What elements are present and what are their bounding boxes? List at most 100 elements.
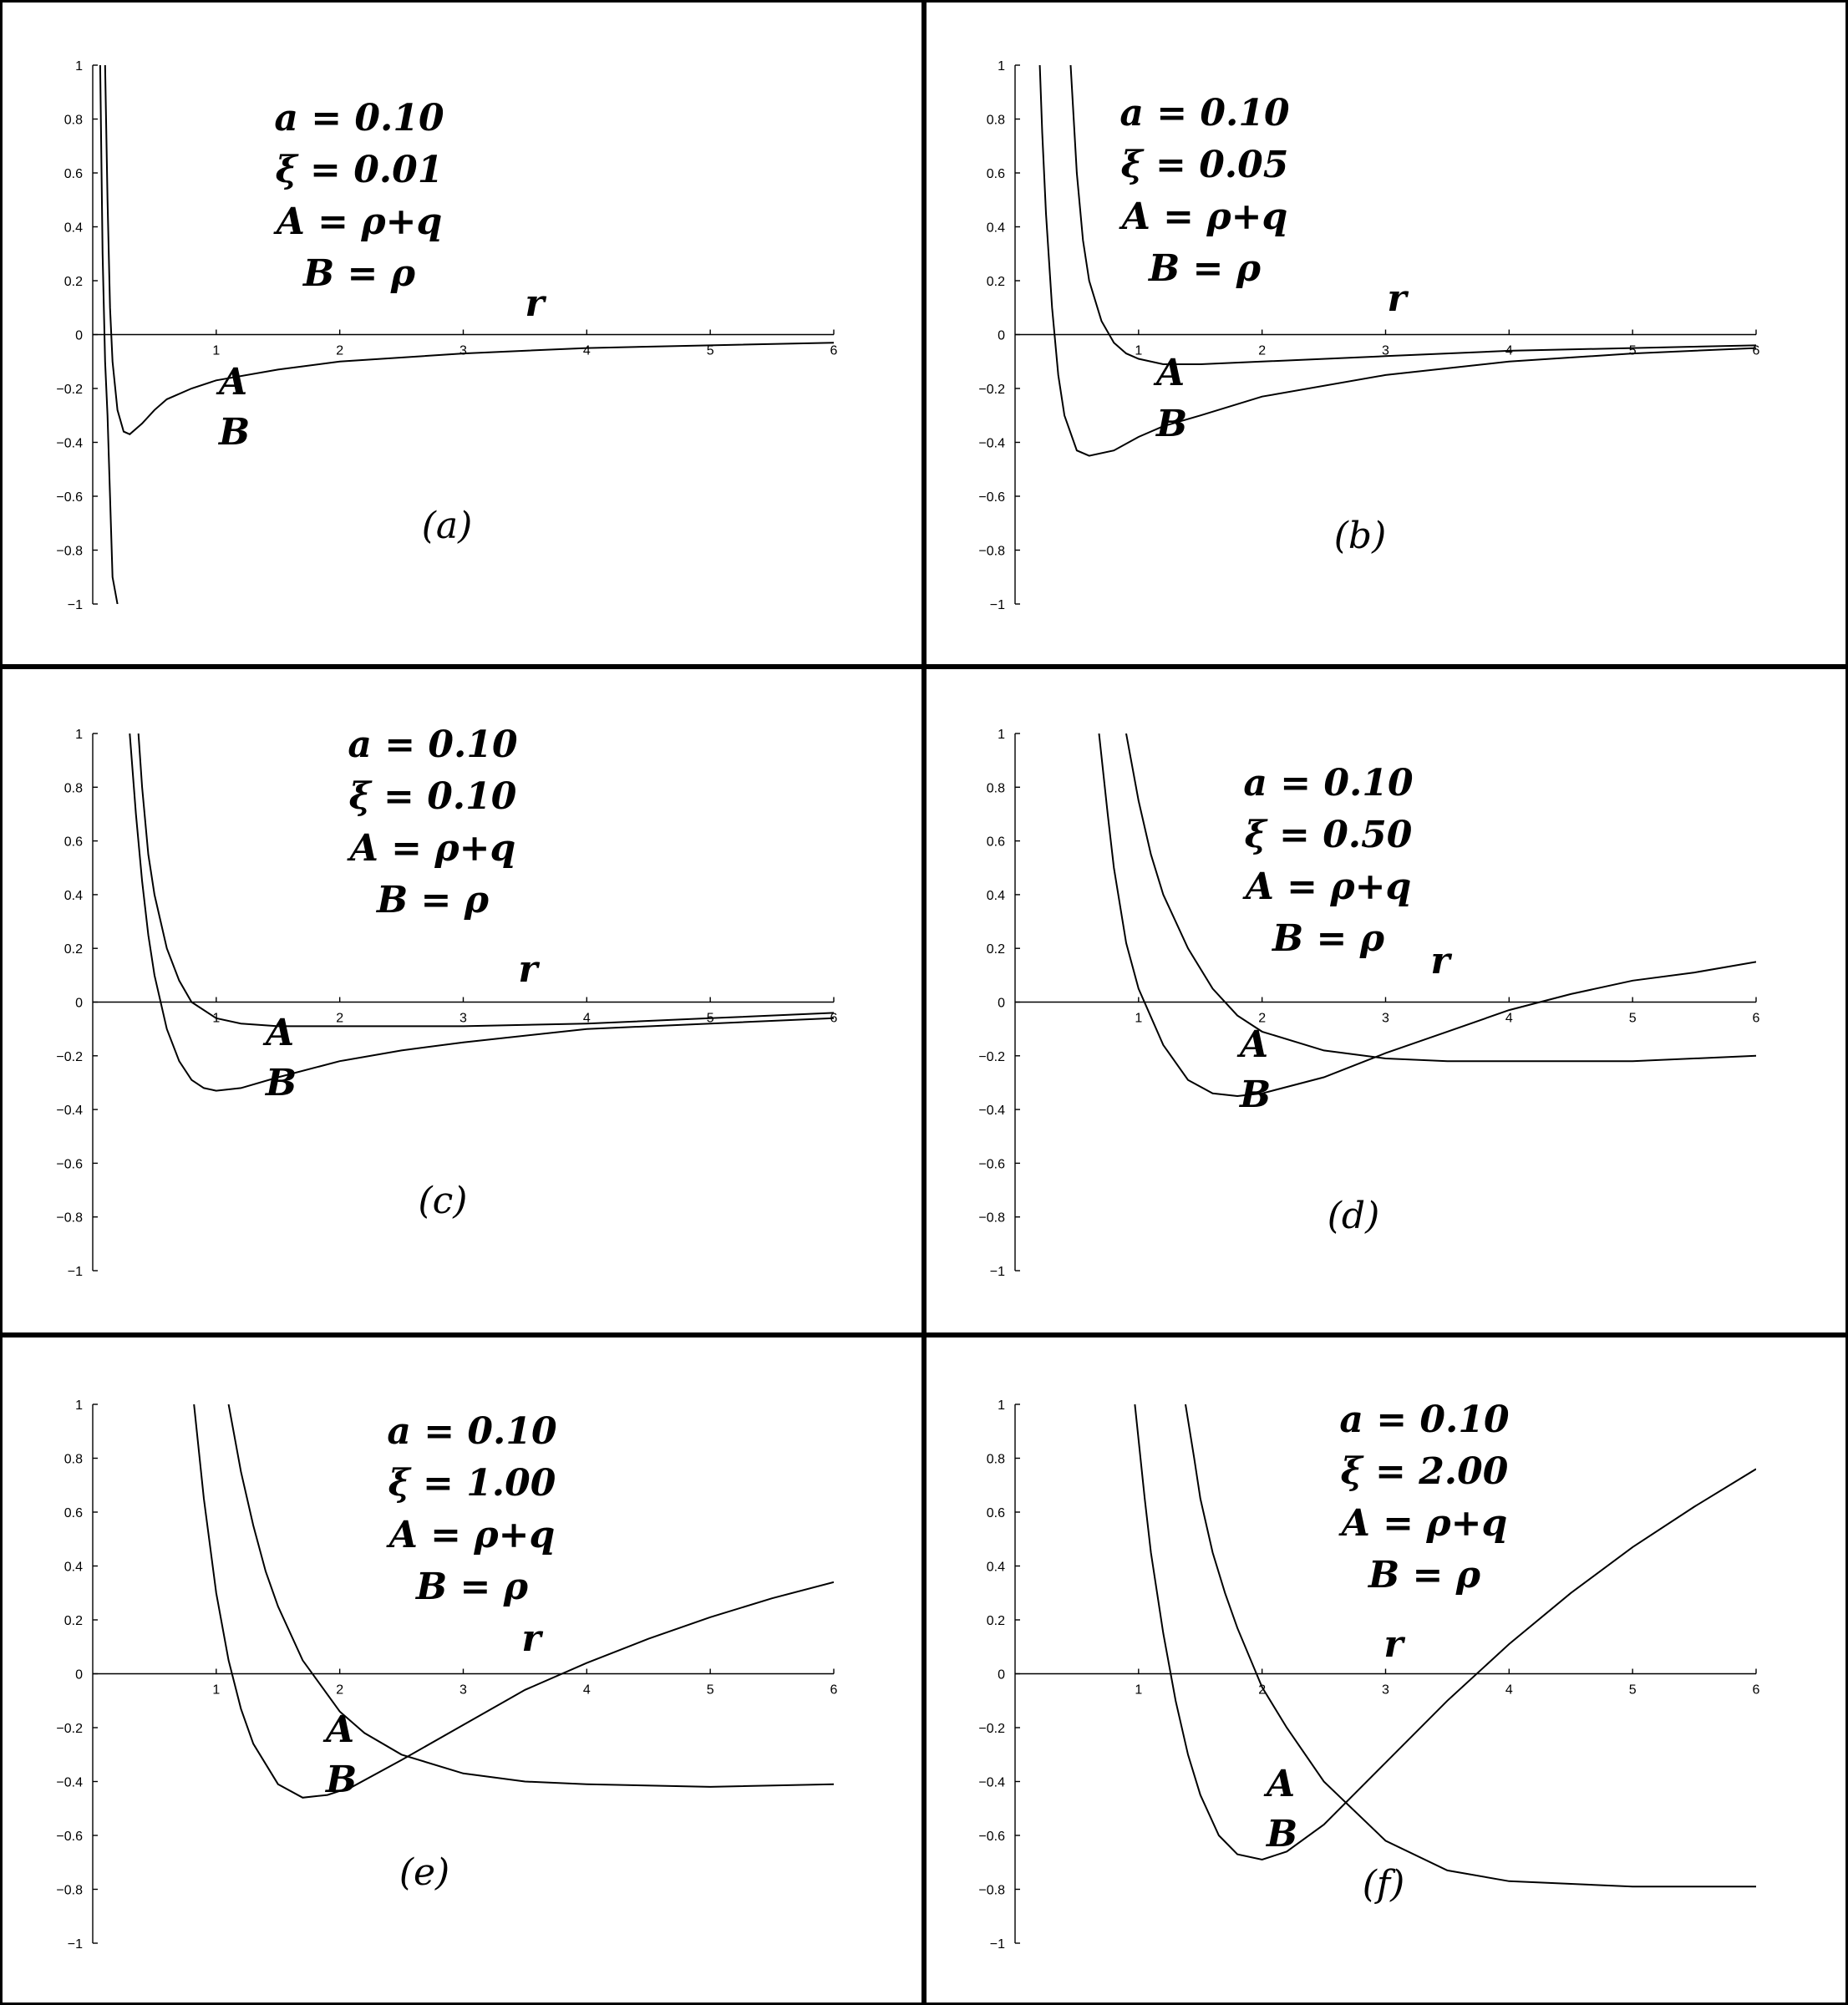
x-tick-label: 3 [459, 1683, 467, 1698]
x-tick-label: 2 [336, 344, 343, 358]
parameter-annotation: ξ = 1.00 [388, 1462, 556, 1505]
y-tick-label: 0.6 [987, 835, 1005, 850]
y-tick-label: 0.4 [987, 1561, 1005, 1575]
y-tick-label: 1 [998, 1398, 1005, 1413]
parameter-annotation: a = 0.10 [1339, 1398, 1510, 1441]
y-tick-label: −0.4 [56, 437, 83, 451]
panel-caption: (a) [422, 505, 473, 547]
y-tick-label: 0.8 [987, 781, 1005, 795]
y-tick-label: 0.2 [987, 1614, 1005, 1628]
parameter-annotation: ξ = 0.05 [1121, 144, 1289, 186]
x-tick-label: 6 [1753, 1683, 1760, 1698]
series-line-B [1125, 733, 1756, 1063]
parameter-annotation: a = 0.10 [387, 1410, 557, 1453]
x-tick-label: 3 [1382, 1683, 1389, 1698]
y-tick-label: 0.8 [987, 114, 1005, 128]
y-tick-label: 0.6 [987, 167, 1005, 181]
x-tick-label: 5 [1629, 344, 1637, 358]
panel-frame [924, 667, 1848, 1335]
y-tick-label: −0.2 [56, 383, 83, 397]
y-tick-label: 1 [75, 728, 83, 742]
series-line-A [1134, 1404, 1756, 1861]
x-tick-label: 6 [1753, 344, 1760, 358]
y-tick-label: 0.8 [987, 1453, 1005, 1467]
y-tick-label: 0.8 [64, 1453, 83, 1467]
series-line-A [99, 65, 119, 604]
y-tick-label: 0.2 [64, 275, 83, 289]
y-tick-label: −0.4 [978, 1776, 1005, 1790]
panel-frame [924, 1335, 1848, 2005]
series-label: B [324, 1759, 357, 1801]
x-tick-label: 4 [1505, 1012, 1513, 1026]
y-tick-label: −0.6 [56, 1157, 83, 1171]
y-tick-label: −0.4 [978, 437, 1005, 451]
x-tick-label: 2 [1258, 344, 1266, 358]
x-tick-label: 1 [212, 1683, 220, 1698]
x-axis-label: r [521, 1617, 543, 1660]
series-line-B [1069, 65, 1756, 365]
y-tick-label: 0.4 [987, 221, 1005, 236]
series-label: B [1155, 403, 1187, 445]
panel-caption: (e) [399, 1851, 449, 1894]
y-tick-label: 0 [998, 1668, 1005, 1683]
x-tick-label: 2 [1258, 1012, 1266, 1026]
x-tick-label: 5 [1629, 1012, 1637, 1026]
series-label: B [1238, 1074, 1271, 1116]
panel-caption: (d) [1328, 1195, 1380, 1237]
y-tick-label: −0.8 [56, 1884, 83, 1898]
y-tick-label: −0.2 [978, 1050, 1005, 1064]
x-tick-label: 6 [830, 1012, 838, 1026]
parameter-annotation: ξ = 0.01 [276, 149, 444, 191]
y-tick-label: 0.6 [987, 1506, 1005, 1520]
parameter-annotation: a = 0.10 [274, 97, 444, 140]
series-line-B [137, 733, 834, 1028]
panel-frame [924, 0, 1848, 667]
series-line-A [1098, 733, 1756, 1098]
y-tick-label: 0.4 [987, 889, 1005, 903]
x-tick-label: 6 [830, 344, 838, 358]
x-axis-label: r [1383, 1623, 1405, 1666]
series-label: B [217, 411, 250, 454]
parameter-annotation: ξ = 2.00 [1341, 1450, 1509, 1493]
x-tick-label: 4 [583, 1683, 591, 1698]
parameter-annotation: a = 0.10 [1243, 762, 1414, 805]
parameter-annotation: B = ρ [375, 879, 490, 921]
parameter-annotation: B = ρ [1367, 1554, 1481, 1596]
x-tick-label: 4 [583, 1012, 591, 1026]
y-tick-label: 0.6 [64, 1506, 83, 1520]
y-tick-label: 0.8 [64, 781, 83, 795]
parameter-annotation: ξ = 0.50 [1245, 814, 1413, 856]
panel-caption: (f) [1363, 1863, 1405, 1906]
x-axis-label: r [1387, 277, 1409, 320]
y-tick-label: 0 [75, 1668, 83, 1683]
y-tick-label: 0.6 [64, 835, 83, 850]
x-tick-label: 2 [1258, 1683, 1266, 1698]
y-tick-label: 0.2 [987, 275, 1005, 289]
parameter-annotation: ξ = 0.10 [349, 775, 517, 818]
x-tick-label: 2 [336, 1683, 343, 1698]
x-tick-label: 6 [1753, 1012, 1760, 1026]
x-axis-label: r [518, 948, 540, 991]
y-tick-label: −0.6 [56, 490, 83, 505]
y-tick-label: −1 [990, 1937, 1005, 1952]
y-tick-label: 0.6 [64, 167, 83, 181]
y-tick-label: −1 [990, 598, 1005, 612]
y-tick-label: −0.8 [978, 1884, 1005, 1898]
x-tick-label: 5 [707, 344, 714, 358]
y-tick-label: −0.2 [56, 1722, 83, 1736]
x-tick-label: 2 [336, 1012, 343, 1026]
series-label: A [322, 1708, 354, 1751]
series-label: A [216, 361, 247, 404]
series-line-A [1038, 65, 1756, 457]
y-tick-label: −0.6 [978, 1157, 1005, 1171]
x-tick-label: 3 [459, 1012, 467, 1026]
x-axis-label: r [1430, 940, 1452, 982]
x-tick-label: 4 [583, 344, 591, 358]
series-line-B [1185, 1404, 1756, 1888]
y-tick-label: 0.4 [64, 889, 83, 903]
y-tick-label: −0.8 [56, 1211, 83, 1226]
y-tick-label: −0.2 [56, 1050, 83, 1064]
